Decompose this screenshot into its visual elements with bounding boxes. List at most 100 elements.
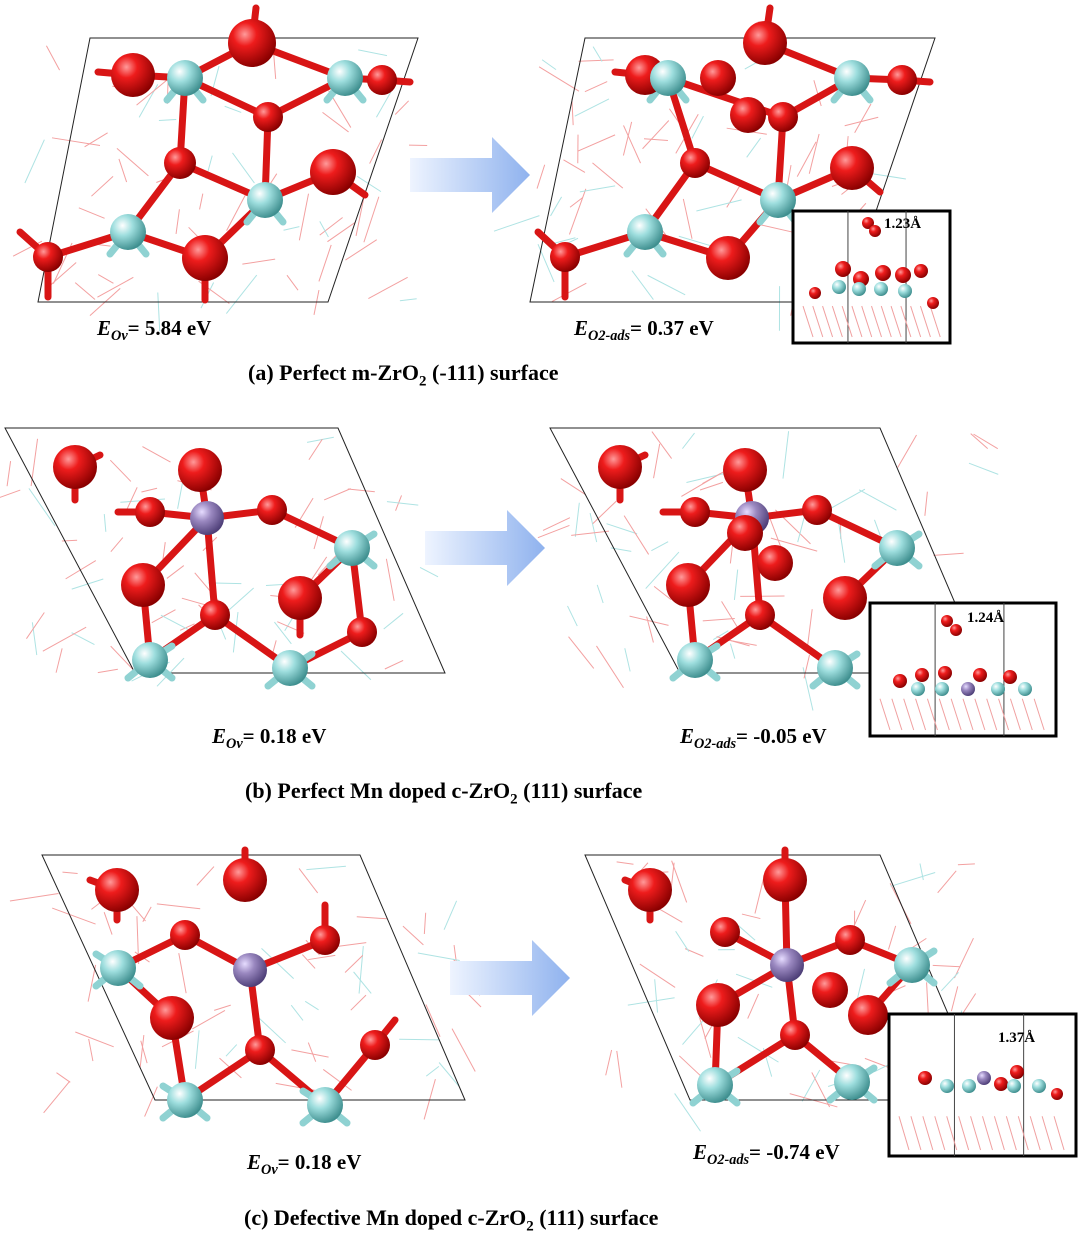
wireframe-line (75, 283, 95, 300)
zirconium-atom (307, 1087, 343, 1123)
wireframe-line (302, 955, 315, 969)
wireframe-line (537, 165, 545, 189)
wireframe-line (644, 139, 668, 141)
wireframe-line (104, 514, 106, 532)
oxygen-atom (700, 60, 736, 96)
wireframe-line (0, 490, 20, 505)
zirconium-atom (817, 650, 853, 686)
wireframe-line (659, 909, 683, 923)
oxygen-atom (164, 147, 196, 179)
wireframe-line (319, 245, 331, 281)
wireframe-line (26, 612, 44, 638)
manganese-atom (977, 1071, 991, 1085)
zirconium-atom (272, 650, 308, 686)
wireframe-line (192, 1010, 225, 1029)
oxygen-atom (723, 448, 767, 492)
wireframe-line (734, 570, 737, 600)
wireframe-line (386, 559, 394, 601)
oxygen-atom (111, 53, 155, 97)
wireframe-line (730, 644, 734, 659)
oxygen-atom (550, 242, 580, 272)
wireframe-line (46, 46, 59, 70)
oxygen-atom (367, 65, 397, 95)
oxygen-atom (223, 858, 267, 902)
zirconium-atom (874, 282, 888, 296)
oxygen-atom (710, 917, 740, 947)
wireframe-line (226, 275, 256, 314)
oxygen-atom (835, 261, 851, 277)
wireframe-line (195, 1030, 199, 1068)
wireframe-line (592, 163, 622, 188)
zirconium-atom (167, 1082, 203, 1118)
oxygen-atom (170, 920, 200, 950)
zirconium-atom (894, 947, 930, 983)
oxygen-atom (310, 925, 340, 955)
oxygen-atom (257, 495, 287, 525)
oxygen-atom (33, 242, 63, 272)
wireframe-line (954, 938, 973, 978)
oxygen-atom (1003, 670, 1017, 684)
wireframe-line (29, 488, 55, 526)
oxygen-atom (914, 264, 928, 278)
wireframe-line (111, 538, 123, 552)
oxygen-atom (941, 615, 953, 627)
wireframe-line (345, 240, 376, 260)
zirconium-atom (834, 60, 870, 96)
oxygen-atom (278, 576, 322, 620)
oxygen-atom (253, 102, 283, 132)
wireframe-line (309, 439, 322, 459)
oxygen-atom (973, 668, 987, 682)
wireframe-line (357, 917, 387, 919)
oxygen-atom (887, 65, 917, 95)
manganese-atom (190, 501, 224, 535)
wireframe-line (783, 431, 789, 478)
wireframe-line (585, 82, 607, 92)
wireframe-line (10, 893, 59, 901)
wireframe-line (364, 197, 379, 242)
wireframe-line (597, 585, 603, 603)
wireframe-line (571, 531, 609, 535)
wireframe-line (424, 1079, 435, 1119)
wireframe-line (44, 1081, 70, 1113)
wireframe-line (575, 503, 579, 537)
wireframe-line (299, 868, 318, 892)
oxygen-atom (680, 497, 710, 527)
oxygen-atom (763, 858, 807, 902)
wireframe-line (89, 1039, 93, 1061)
wireframe-line (632, 271, 653, 300)
wireframe-line (439, 1062, 459, 1086)
wireframe-line (539, 67, 579, 91)
wireframe-line (748, 994, 759, 1019)
oxygen-atom (780, 1020, 810, 1050)
wireframe-line (809, 134, 819, 174)
wireframe-line (590, 513, 597, 542)
wireframe-line (747, 138, 761, 157)
wireframe-line (606, 1050, 612, 1075)
caption-c: (c) Defective Mn doped c-ZrO2 (111) surf… (244, 1205, 658, 1235)
wireframe-line (652, 432, 672, 459)
wireframe-line (79, 208, 105, 219)
caption-a: (a) Perfect m-ZrO2 (-111) surface (248, 360, 558, 390)
zirconium-atom (677, 642, 713, 678)
manganese-atom (770, 948, 804, 982)
wireframe-line (351, 995, 366, 1010)
oxygen-atom (893, 674, 907, 688)
oxygen-atom (178, 448, 222, 492)
oxygen-atom (228, 19, 276, 67)
oxygen-atom (875, 265, 891, 281)
wireframe-line (424, 913, 425, 934)
wireframe-line (299, 194, 308, 241)
oxygen-atom (745, 600, 775, 630)
wireframe-line (400, 299, 417, 301)
wireframe-line (696, 200, 741, 211)
o2-adsorption-energy-c: EO2-ads= -0.74 eV (693, 1140, 840, 1169)
wireframe-line (399, 1039, 440, 1040)
oxygen-vacancy-energy-a: EOv= 5.84 eV (97, 316, 211, 345)
zirconium-atom (935, 682, 949, 696)
wireframe-line (117, 148, 148, 176)
bond-length-c: 1.37Å (998, 1030, 1035, 1047)
wireframe-line (418, 953, 460, 960)
zirconium-atom (167, 60, 203, 96)
wireframe-line (345, 955, 363, 972)
wireframe-line (538, 525, 570, 537)
